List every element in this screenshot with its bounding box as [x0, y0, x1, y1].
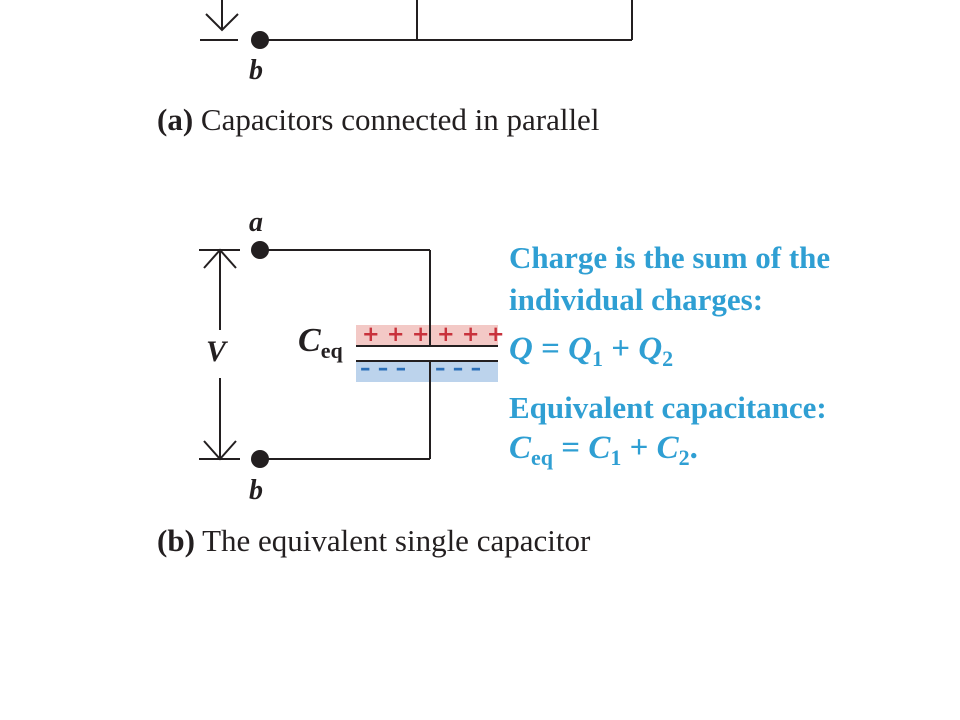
voltage-arrow-head-top	[205, 13, 239, 32]
charge-eq-lhs: Q	[509, 331, 533, 367]
caption-a-text: Capacitors connected in parallel	[193, 102, 600, 137]
charge-note-line1: Charge is the sum of the	[509, 240, 831, 275]
terminal-a-label: a	[249, 207, 263, 238]
caption-a-tag: (a)	[157, 102, 194, 137]
minus-signs-right: – – –	[435, 356, 482, 380]
voltage-arrow-head-up	[203, 248, 237, 269]
charge-equation: Q = Q1 + Q2	[509, 331, 673, 372]
charge-eq-plus: +	[611, 331, 631, 367]
terminal-b-top	[251, 31, 269, 49]
charge-eq-term2-sub: 2	[662, 346, 674, 371]
caption-b-text: The equivalent single capacitor	[194, 523, 591, 558]
voltage-label: V	[206, 335, 227, 368]
equivalent-circuit	[199, 241, 498, 468]
voltage-arrow-head-down	[203, 440, 237, 461]
terminal-a	[251, 241, 269, 259]
capacitance-heading: Equivalent capacitance:	[509, 390, 827, 425]
parallel-circuit-fragment	[200, 0, 633, 49]
caption-a: (a) Capacitors connected in parallel	[157, 102, 599, 138]
charge-note: Charge is the sum of the individual char…	[509, 237, 830, 321]
cap-eq-term1: C	[588, 430, 611, 466]
terminal-b	[251, 450, 269, 468]
caption-b: (b) The equivalent single capacitor	[157, 523, 590, 559]
plus-signs-left: + + +	[362, 322, 430, 346]
cap-eq-lhs-sub: eq	[531, 445, 554, 470]
capacitor-label-main: C	[298, 322, 321, 359]
cap-eq-lhs: C	[509, 430, 532, 466]
caption-b-tag: (b)	[157, 523, 195, 558]
charge-note-line2: individual charges:	[509, 282, 764, 317]
charge-eq-equals: =	[541, 331, 560, 367]
capacitance-equation: Ceq = C1 + C2.	[509, 430, 698, 471]
plus-signs-right: + + +	[437, 322, 505, 346]
terminal-b-label: b	[249, 475, 263, 506]
charge-eq-term1: Q	[568, 331, 592, 367]
cap-eq-term2: C	[656, 430, 679, 466]
capacitor-label-sub: eq	[320, 338, 343, 363]
cap-eq-term2-sub: 2	[678, 445, 690, 470]
minus-charge-band	[356, 360, 498, 382]
cap-eq-equals: =	[561, 430, 581, 466]
terminal-b-label-top: b	[249, 55, 263, 86]
plus-charge-band	[356, 325, 498, 347]
capacitor-label: Ceq	[298, 322, 343, 364]
cap-eq-period: .	[689, 430, 698, 466]
charge-eq-term1-sub: 1	[592, 346, 603, 371]
cap-eq-term1-sub: 1	[610, 445, 622, 470]
minus-signs-left: – – –	[360, 356, 407, 380]
cap-eq-plus: +	[629, 430, 649, 466]
charge-eq-term2: Q	[638, 331, 663, 367]
